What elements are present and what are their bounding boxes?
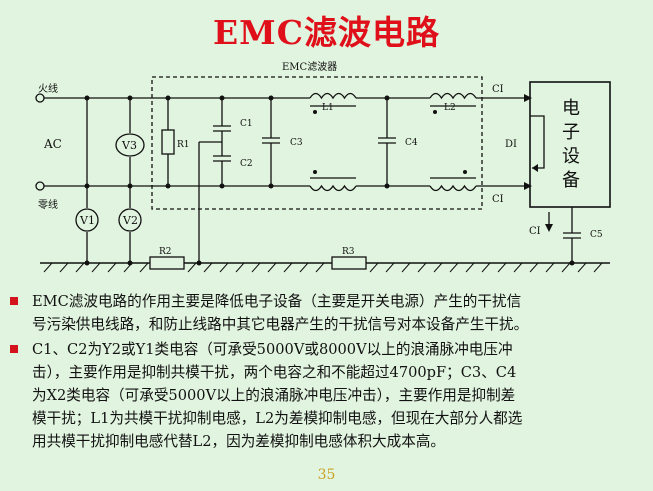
ci-ground-label: CI [529,226,541,237]
c5-label: C5 [590,230,603,240]
r1-label: R1 [177,140,190,150]
l2-label: L2 [444,103,456,113]
bullet-item: EMC滤波电路的作用主要是降低电子设备（主要是开关电源）产生的干扰信 号污染供电… [8,290,648,336]
di-label: DI [505,139,517,150]
device-char-2: 子 [562,122,580,143]
bullet-line: 用共模干扰抑制电感代替L2，因为差模抑制电感体积大成本高。 [32,433,446,450]
bullet-line: 为X2类电容（可承受5000V以上的浪涌脉冲电压冲击），主要作用是抑制差 [32,387,516,404]
electronic-device-box [529,81,611,208]
bullet-marker [10,345,18,353]
filter-box-label: EMC滤波器 [282,60,337,73]
l1-label: L1 [322,103,334,113]
r3-label: R3 [342,247,355,257]
zero-line-label: 零线 [38,198,58,211]
bullet-line: EMC滤波电路的作用主要是降低电子设备（主要是开关电源）产生的干扰信 [32,293,522,310]
device-char-1: 电 [562,98,580,119]
bullet-marker [10,297,18,305]
bullet-item: C1、C2为Y2或Y1类电容（可承受5000V或8000V以上的浪涌脉冲电压冲 … [8,338,648,453]
v1-label: V1 [79,214,95,227]
page-number: 35 [317,467,336,483]
bullet-line: 模干扰；L1为共模干扰抑制电感，L2为差模抑制电感，但现在大部分人都选 [32,410,523,427]
filter-box [151,76,483,210]
v2-label: V2 [122,214,138,227]
emc-filter-circuit-diagram: 火线 零线 AC V1 V2 V3 R1 R2 R3 C1 C2 C3 C4 C… [35,60,611,273]
bullet-list: EMC滤波电路的作用主要是降低电子设备（主要是开关电源）产生的干扰信 号污染供电… [8,290,648,455]
bullet-line: C1、C2为Y2或Y1类电容（可承受5000V或8000V以上的浪涌脉冲电压冲 [32,341,513,358]
c1-label: C1 [240,119,253,129]
ci-bottom-label: CI [492,194,504,205]
v3-label: V3 [121,139,137,152]
fire-line-label: 火线 [38,82,58,95]
bullet-line: 号污染供电线路，和防止线路中其它电器产生的干扰信号对本设备产生干扰。 [32,316,529,333]
c2-label: C2 [240,159,253,169]
page-title: EMC滤波电路 [213,13,440,52]
device-char-4: 备 [562,170,580,191]
r2-label: R2 [159,247,172,257]
c4-label: C4 [405,138,418,148]
ac-label: AC [43,137,62,151]
device-char-3: 设 [562,146,580,167]
ci-top-label: CI [492,84,504,95]
bullet-line: 击），主要作用是抑制共模干扰，两个电容之和不能超过4700pF；C3、C4 [32,364,517,381]
c3-label: C3 [290,138,303,148]
